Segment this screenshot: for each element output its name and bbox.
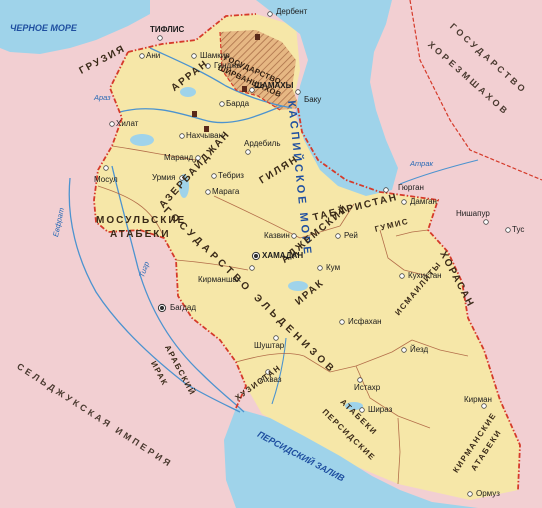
river-araz-label: Араз: [94, 93, 111, 102]
lake-sevan: [180, 87, 196, 97]
city-tiflis: ТИФЛИС: [150, 25, 185, 34]
city-rey: Рей: [344, 231, 358, 240]
river-atrak-label: Атрак: [410, 159, 434, 168]
city-baku: Баку: [304, 95, 322, 104]
city-damgan: Дамган: [410, 197, 437, 206]
city-ardebil: Ардебиль: [244, 139, 281, 148]
city-maragha: Марага: [212, 187, 240, 196]
capital-dots: [157, 251, 261, 313]
lake-namak: [288, 281, 308, 291]
city-kirmanshah: Кирманшах: [198, 275, 241, 284]
fortress-markers: [192, 34, 260, 132]
mosul-atabeks-label-1: МОСУЛЬСКИЕ: [96, 215, 187, 226]
city-ani: Ани: [146, 51, 161, 60]
city-marand: Маранд: [164, 153, 194, 162]
city-shiraz: Шираз: [368, 405, 393, 414]
city-derbent: Дербент: [276, 7, 308, 16]
city-mosul: Мосул: [94, 175, 118, 184]
city-ganja: Гянджа: [214, 61, 242, 70]
city-nakhchivan: Нахчыван: [186, 131, 223, 140]
city-shushtar: Шуштар: [254, 341, 285, 350]
lake-tashk: [345, 402, 363, 410]
city-kirman: Кирман: [464, 395, 492, 404]
city-shamakhi: ШАМАХЫ: [254, 81, 294, 90]
lake-van: [130, 134, 154, 146]
caspian-sea: [256, 0, 398, 196]
city-ahvaz: Ахваз: [260, 375, 282, 384]
city-hamadan: ХАМАДАН: [262, 251, 304, 260]
city-yazd: Йезд: [410, 345, 429, 354]
city-baghdad: Багдад: [170, 303, 197, 312]
city-gurgan: Гюрган: [398, 183, 424, 192]
river-kura-line: [149, 47, 293, 109]
city-khilat: Хилат: [116, 119, 139, 128]
river-atrak-line: [399, 159, 479, 185]
mosul-atabeks-label-2: АТАБЕКИ: [110, 229, 171, 240]
city-tabriz: Тебриз: [218, 171, 244, 180]
city-isfahan: Исфахан: [348, 317, 382, 326]
river-araz-line: [119, 105, 283, 124]
city-hormuz: Ормуз: [476, 489, 500, 498]
internal-borders: [97, 145, 469, 485]
river-euphrates-line: [68, 177, 241, 413]
city-barda: Барда: [226, 99, 250, 108]
city-urmia: Урмия: [152, 173, 176, 182]
city-dots: [103, 11, 511, 497]
city-tus: Тус: [512, 225, 525, 234]
city-nishapur: Нишапур: [456, 209, 490, 218]
river-karun-line: [271, 337, 287, 405]
river-tigris-line: [111, 165, 245, 413]
atabek-state-territory: [94, 14, 520, 500]
city-istakhr: Истахр: [354, 383, 381, 392]
black-sea-label: ЧЕРНОЕ МОРЕ: [10, 23, 77, 33]
city-qum: Кум: [326, 263, 341, 272]
city-shamkir: Шамкир: [200, 51, 230, 60]
persian-gulf: [224, 408, 478, 508]
city-qazvin: Казвин: [264, 231, 290, 240]
state-border: [93, 13, 521, 491]
black-sea: [0, 0, 150, 54]
city-kuhistan: Кухистан: [408, 271, 442, 280]
